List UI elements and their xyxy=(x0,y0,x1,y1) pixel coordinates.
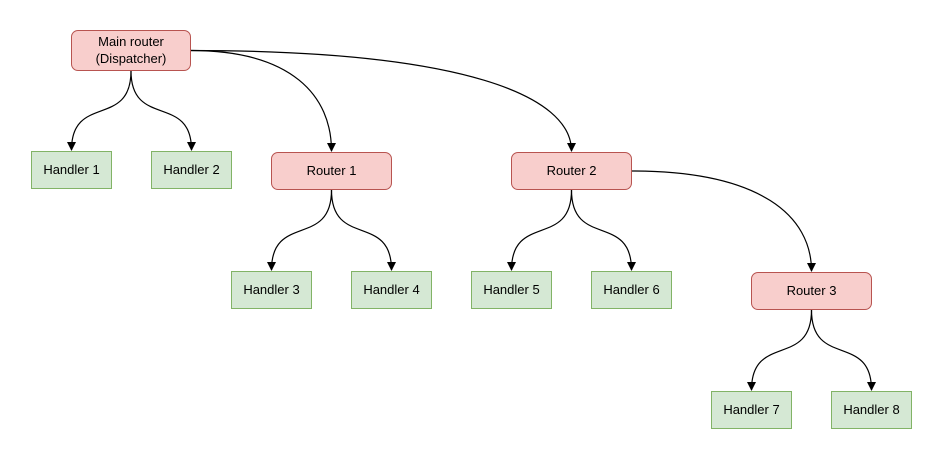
node-h5[interactable]: Handler 5 xyxy=(471,271,552,309)
node-h4[interactable]: Handler 4 xyxy=(351,271,432,309)
edge-main-h2 xyxy=(130,70,196,151)
edge-r1-h4 xyxy=(330,189,396,271)
edge-r2-h5 xyxy=(507,189,573,271)
edge-r2-h6 xyxy=(570,189,636,271)
node-label: Handler 6 xyxy=(603,281,660,297)
node-label: Handler 3 xyxy=(243,281,300,297)
node-label: Handler 2 xyxy=(163,161,220,177)
node-label: Handler 5 xyxy=(483,281,540,297)
edge-r3-h7 xyxy=(747,309,813,391)
node-label: Router 2 xyxy=(546,162,597,178)
node-h2[interactable]: Handler 2 xyxy=(151,151,232,189)
edge-main-h1 xyxy=(67,70,132,151)
node-r3[interactable]: Router 3 xyxy=(751,272,872,310)
edge-main-r1 xyxy=(190,49,336,152)
node-main[interactable]: Main router(Dispatcher) xyxy=(71,30,191,71)
node-r2[interactable]: Router 2 xyxy=(511,152,632,190)
node-label: Handler 1 xyxy=(43,161,100,177)
node-label: Handler 8 xyxy=(843,401,900,417)
edge-r3-h8 xyxy=(810,309,876,391)
edge-r1-h3 xyxy=(267,189,333,271)
node-label: Main router xyxy=(98,34,164,50)
node-h7[interactable]: Handler 7 xyxy=(711,391,792,429)
node-h3[interactable]: Handler 3 xyxy=(231,271,312,309)
node-h8[interactable]: Handler 8 xyxy=(831,391,912,429)
node-r1[interactable]: Router 1 xyxy=(271,152,392,190)
node-label: Router 1 xyxy=(306,162,357,178)
node-label: (Dispatcher) xyxy=(95,50,167,66)
node-h6[interactable]: Handler 6 xyxy=(591,271,672,309)
node-label: Handler 7 xyxy=(723,401,780,417)
node-label: Handler 4 xyxy=(363,281,420,297)
edge-main-r2 xyxy=(190,49,576,152)
edge-r2-r3 xyxy=(631,170,816,272)
node-label: Router 3 xyxy=(786,282,837,298)
node-h1[interactable]: Handler 1 xyxy=(31,151,112,189)
